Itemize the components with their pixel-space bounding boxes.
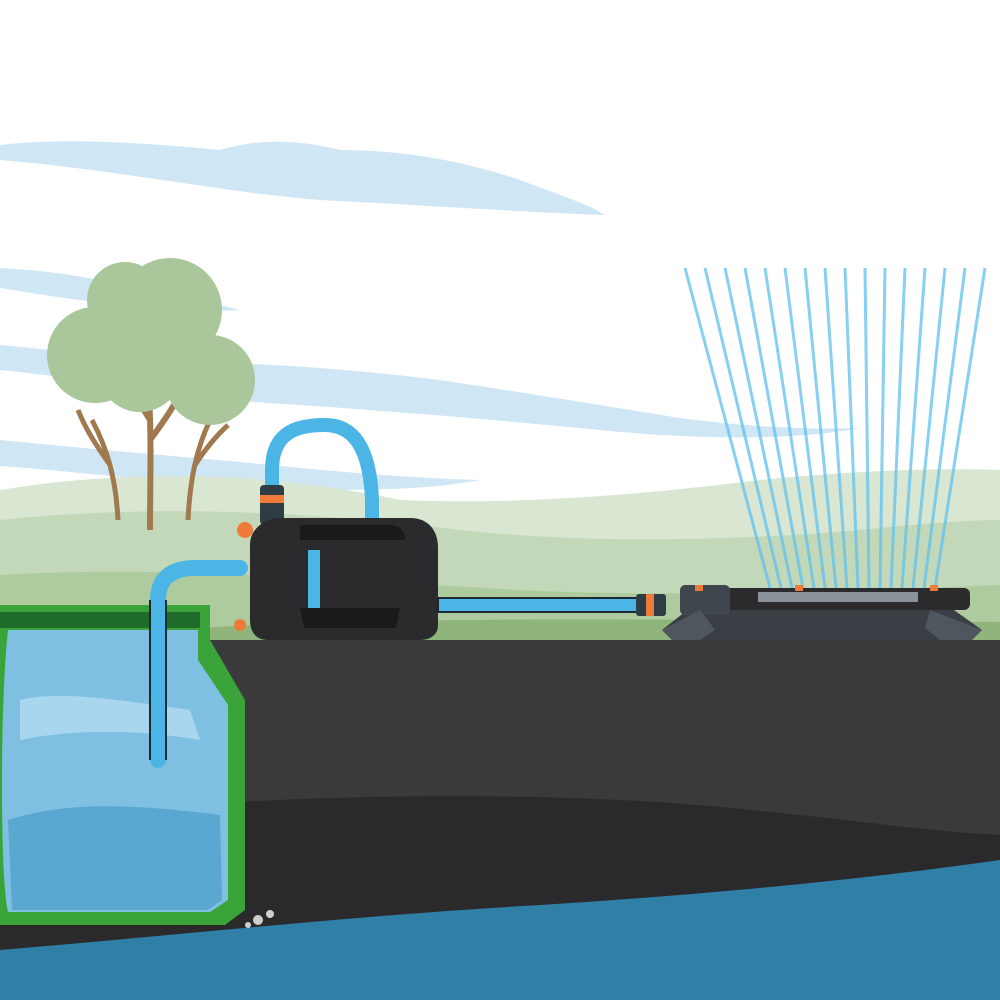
foliage-cluster-5 [87,262,163,338]
spray-jet [783,267,827,589]
underground-tank [0,605,245,925]
pump-handle-opening [300,525,405,540]
soil [0,640,1000,1000]
spray-jet [723,267,794,589]
suction-hose-outline [149,600,167,760]
sprinkler-nozzle-tube [758,592,918,602]
stone [245,922,251,928]
spray-jet [803,267,838,589]
trees [47,258,255,531]
sprinkler-orange-accent-2 [795,585,803,591]
sprinkler-orange-accent-1 [695,585,703,591]
water-spray [683,267,987,589]
sprinkler-connector-orange [646,594,654,616]
spray-jet [878,267,887,589]
sprinkler-foot-right [925,610,982,640]
tank-water-deep [8,806,222,910]
stones [245,910,274,928]
pump-orange-knob-bottom [234,619,246,631]
spray-jet [763,267,816,589]
groundwater [0,860,1000,1000]
sprinkler-connector [636,594,666,616]
pump-orange-knob-left [237,522,253,538]
sprinkler-foot-left [662,610,715,640]
foliage-cluster-3 [165,335,255,425]
spray-jet [743,267,805,589]
suction-hose [150,560,248,768]
tank-inner-shadow [0,612,200,628]
spray-jet [911,267,947,589]
spray-jet [922,267,967,589]
tree-foliage [47,258,255,425]
garden-pump [234,518,438,640]
hose-connector [260,485,284,525]
sprinkler-motor-housing [680,585,730,615]
spray-jet [823,267,849,589]
delivery-hose [437,597,639,613]
cloud-low [0,440,480,490]
stone [266,910,274,918]
foliage-cluster-4 [98,328,182,412]
tree-trunk-right [185,418,230,521]
tree-trunk-left [75,409,121,521]
upper-hose [265,417,379,555]
pump-blue-stripe [308,550,320,620]
spray-jet [683,267,772,589]
spray-jet [933,267,987,589]
spray-jet [703,267,783,589]
spray-jet [863,267,871,589]
spray-jet [843,267,860,589]
stone [253,915,263,925]
oscillating-sprinkler [662,585,982,640]
spray-jet [900,267,927,589]
connector-orange-ring [260,495,284,503]
sprinkler-orange-accent-3 [930,585,938,591]
spray-jet [889,267,907,589]
pump-base-foot [300,608,400,628]
cloud-top [0,141,605,215]
